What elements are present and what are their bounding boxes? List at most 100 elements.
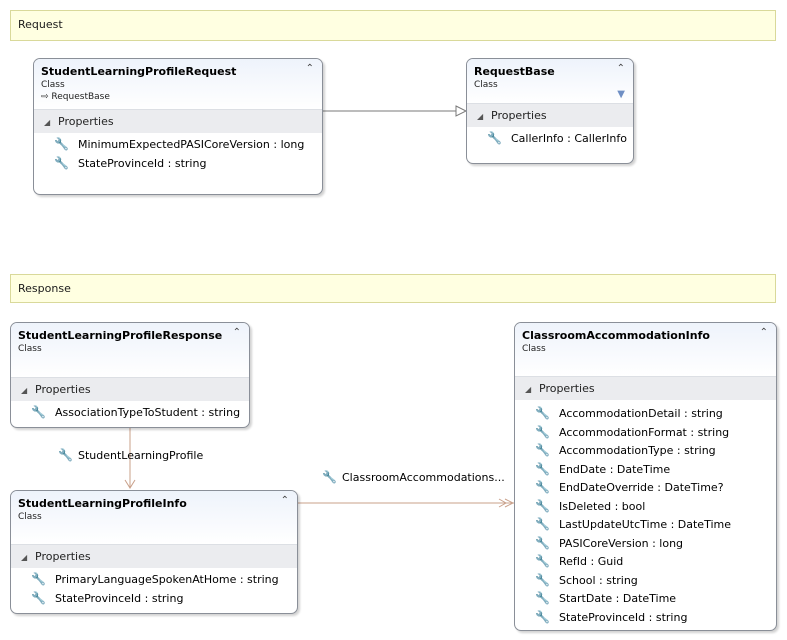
properties-section-header[interactable]: ◢ Properties	[11, 377, 249, 401]
properties-section-header[interactable]: ◢ Properties	[11, 544, 297, 568]
section-label: Properties	[35, 550, 91, 563]
properties-list: 🔧AccommodationDetail : string 🔧Accommoda…	[515, 400, 776, 630]
triangle-down-icon[interactable]: ◢	[44, 118, 51, 127]
class-header[interactable]: RequestBase Class ⌃ ▼	[467, 59, 633, 103]
response-note[interactable]: Response	[10, 274, 776, 303]
class-kind: Class	[474, 80, 498, 90]
properties-list: 🔧 MinimumExpectedPASICoreVersion : long 🔧…	[34, 133, 322, 177]
double-chevron-up-icon[interactable]: ⌃	[232, 327, 241, 338]
property-item[interactable]: 🔧 MinimumExpectedPASICoreVersion : long	[34, 135, 322, 154]
double-chevron-up-icon[interactable]: ⌃	[616, 63, 625, 74]
properties-section-header[interactable]: ◢ Properties	[467, 103, 633, 127]
wrench-icon: 🔧	[535, 480, 550, 494]
association-label-text: StudentLearningProfile	[78, 449, 204, 462]
triangle-down-icon[interactable]: ◢	[21, 386, 28, 395]
property-item[interactable]: 🔧EndDate : DateTime	[515, 460, 776, 479]
class-student-learning-profile-response[interactable]: StudentLearningProfileResponse Class ⌃ ◢…	[10, 322, 250, 428]
wrench-icon: 🔧	[31, 405, 46, 419]
class-name: ClassroomAccommodationInfo	[522, 329, 710, 342]
class-kind: Class	[18, 512, 42, 522]
class-student-learning-profile-info[interactable]: StudentLearningProfileInfo Class ⌃ ◢ Prop…	[10, 490, 298, 614]
class-name: StudentLearningProfileInfo	[18, 497, 187, 510]
property-label: StateProvinceId : string	[78, 157, 207, 170]
class-header[interactable]: StudentLearningProfileInfo Class ⌃	[11, 491, 297, 544]
properties-section-header[interactable]: ◢ Properties	[34, 109, 322, 133]
double-chevron-up-icon[interactable]: ⌃	[759, 327, 768, 338]
request-note[interactable]: Request	[10, 10, 776, 41]
triangle-down-icon[interactable]: ◢	[525, 385, 532, 394]
association-classroom-arrow-2	[504, 498, 515, 508]
wrench-icon: 🔧	[535, 554, 550, 568]
class-name: StudentLearningProfileResponse	[18, 329, 223, 342]
inheritance-arrowhead	[455, 105, 468, 117]
property-item[interactable]: 🔧 RefId : Guid	[515, 552, 776, 571]
property-item[interactable]: 🔧 LastUpdateUtcTime : DateTime	[515, 515, 776, 534]
property-item[interactable]: 🔧StateProvinceId : string	[11, 589, 297, 608]
class-header[interactable]: StudentLearningProfileRequest Class ⇨ Re…	[34, 59, 322, 109]
association-label-classroom-accommodations[interactable]: 🔧 ClassroomAccommodations...	[322, 470, 505, 484]
property-item[interactable]: 🔧StartDate : DateTime	[515, 589, 776, 608]
association-label-learning-profile[interactable]: 🔧 StudentLearningProfile	[58, 448, 203, 462]
property-label: EndDateOverride : DateTime?	[559, 481, 724, 494]
inheritance-arrow-icon: ⇨	[41, 92, 49, 102]
property-item[interactable]: 🔧 StateProvinceId : string	[34, 154, 322, 173]
property-label: PASICoreVersion : long	[559, 536, 684, 550]
class-kind: Class	[522, 344, 546, 354]
wrench-icon: 🔧	[487, 131, 502, 145]
class-request-base[interactable]: RequestBase Class ⌃ ▼ ◢ Properties 🔧Calle…	[466, 58, 634, 164]
base-type-name: RequestBase	[51, 92, 110, 102]
property-item[interactable]: 🔧AccommodationDetail : string	[515, 404, 776, 423]
wrench-icon: 🔧	[54, 137, 69, 151]
class-header[interactable]: ClassroomAccommodationInfo Class ⌃	[515, 323, 776, 376]
section-label: Properties	[58, 115, 114, 128]
wrench-icon: 🔧	[535, 535, 550, 550]
property-label: AssociationTypeToStudent : string	[55, 406, 241, 419]
double-chevron-up-icon[interactable]: ⌃	[280, 495, 289, 506]
wrench-icon: 🔧	[31, 572, 46, 586]
property-label: RefId : Guid	[559, 555, 624, 568]
double-chevron-up-icon[interactable]: ⌃​	[305, 63, 314, 74]
triangle-down-icon[interactable]: ◢	[21, 553, 28, 562]
section-label: Properties	[491, 109, 547, 122]
wrench-icon: 🔧	[535, 517, 550, 531]
class-student-learning-profile-request[interactable]: StudentLearningProfileRequest Class ⇨ Re…	[33, 58, 323, 195]
property-item[interactable]: 🔧School : string	[515, 571, 776, 590]
triangle-down-icon[interactable]: ◢	[477, 112, 484, 121]
class-name: StudentLearningProfileRequest	[41, 65, 237, 78]
property-label: LastUpdateUtcTime : DateTime	[559, 518, 731, 531]
property-label: School : string	[559, 573, 638, 587]
property-item[interactable]: 🔧 EndDateOverride : DateTime?	[515, 478, 776, 497]
section-label: Properties	[35, 383, 91, 396]
wrench-icon: 🔧	[322, 470, 337, 484]
wrench-icon: 🔧	[535, 498, 550, 513]
response-note-text: Response	[18, 282, 71, 295]
property-item[interactable]: 🔧 IsDeleted : bool	[515, 497, 776, 516]
property-item[interactable]: 🔧 AssociationTypeToStudent : string	[11, 403, 249, 422]
class-classroom-accommodation-info[interactable]: ClassroomAccommodationInfo Class ⌃ ◢ Prop…	[514, 322, 777, 631]
class-header[interactable]: StudentLearningProfileResponse Class ⌃	[11, 323, 249, 377]
property-item[interactable]: 🔧CallerInfo : CallerInfo	[467, 129, 633, 148]
property-item[interactable]: 🔧StateProvinceId : string	[515, 608, 776, 627]
property-item[interactable]: 🔧 PASICoreVersion : long	[515, 534, 776, 553]
association-label-text: ClassroomAccommodations...	[342, 471, 505, 484]
property-item[interactable]: 🔧AccommodationType : string	[515, 441, 776, 460]
wrench-icon: 🔧	[535, 591, 550, 605]
properties-section-header[interactable]: ◢ Properties	[515, 376, 776, 400]
class-kind: Class	[18, 344, 42, 354]
property-label: MinimumExpectedPASICoreVersion : long	[78, 138, 305, 151]
wrench-icon: 🔧	[31, 591, 46, 605]
request-note-text: Request	[18, 18, 63, 31]
association-classroom-arrow	[498, 498, 508, 508]
wrench-icon: 🔧	[535, 443, 550, 457]
wrench-icon: 🔧	[54, 156, 69, 170]
property-item[interactable]: 🔧 PrimaryLanguageSpokenAtHome : string	[11, 570, 297, 589]
wrench-icon: 🔧	[535, 406, 550, 420]
property-label: IsDeleted : bool	[559, 499, 646, 513]
property-label: PrimaryLanguageSpokenAtHome : string	[55, 573, 279, 586]
filter-icon[interactable]: ▼	[617, 89, 625, 100]
section-label: Properties	[539, 382, 595, 395]
wrench-icon: 🔧	[58, 448, 73, 462]
property-item[interactable]: 🔧AccommodationFormat : string	[515, 423, 776, 442]
property-label: StateProvinceId : string	[559, 610, 688, 624]
